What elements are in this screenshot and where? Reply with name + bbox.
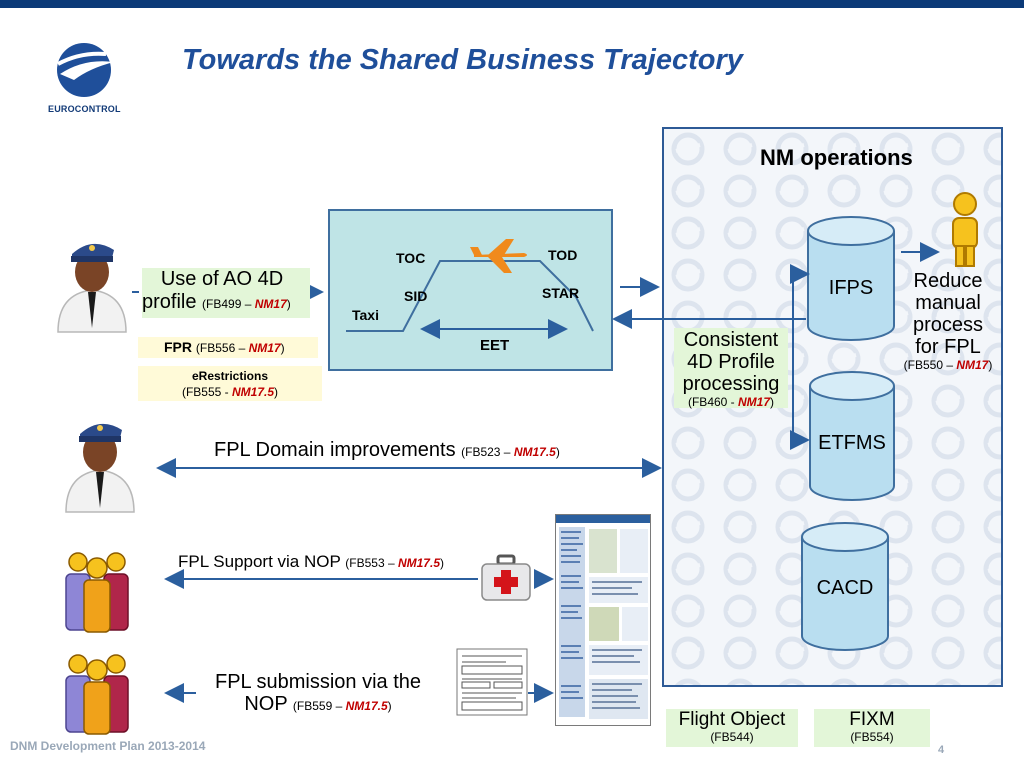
- ao4d-line2: profile: [142, 291, 197, 313]
- etfms-label: ETFMS: [818, 432, 886, 454]
- reduce-ref-release: NM17: [956, 358, 989, 372]
- erestrictions-box: eRestrictions (FB555 - NM17.5): [138, 366, 322, 401]
- fpl-domain-label: FPL Domain improvements: [214, 439, 456, 461]
- eet-label: EET: [480, 337, 510, 354]
- flight-object-label: Flight Object: [678, 709, 786, 730]
- flight-object-box: Flight Object (FB544): [666, 709, 798, 747]
- erestrictions-ref: (FB555 - NM17.5): [138, 384, 322, 400]
- fixm-box: FIXM (FB554): [814, 709, 930, 747]
- consistent-line3: processing: [682, 373, 780, 395]
- airplane-icon: [470, 239, 527, 273]
- page-title: Towards the Shared Business Trajectory: [182, 44, 743, 76]
- consistent-ref-release: NM17: [738, 395, 771, 409]
- fpr-label: FPR: [164, 339, 192, 355]
- fpl-submission-ref-suffix: ): [387, 699, 392, 713]
- fpl-domain-ref-prefix: (FB523 –: [461, 445, 514, 459]
- fpl-support-ref: (FB553 – NM17.5): [345, 556, 444, 570]
- reduce-line2: manual: [915, 292, 981, 314]
- nm-operator-person-icon: [952, 192, 978, 267]
- fpr-ref-prefix: (FB556 –: [195, 341, 249, 355]
- reduce-ref-suffix: ): [988, 358, 993, 372]
- pilot-icon-2: [65, 423, 135, 513]
- reduce-ref: (FB550 – NM17): [896, 358, 1000, 372]
- fpl-submission-ref: (FB559 – NM17.5): [293, 699, 392, 713]
- ao4d-ref-prefix: (FB499 –: [202, 297, 255, 311]
- fpr-ref-release: NM17: [248, 341, 281, 355]
- erestrictions-ref-suffix: ): [274, 385, 279, 399]
- fpl-submission-line1: FPL submission via the: [214, 671, 421, 693]
- consistent-ref-suffix: ): [770, 395, 775, 409]
- fpr-ref-suffix: ): [280, 341, 285, 355]
- ao4d-ref-release: NM17: [254, 297, 287, 311]
- fpl-domain-ref: (FB523 – NM17.5): [461, 445, 560, 459]
- fpl-domain-text: FPL Domain improvements (FB523 – NM17.5): [214, 439, 560, 462]
- fpl-submission-ref-release: NM17.5: [345, 699, 388, 713]
- fpr-ref: (FB556 – NM17): [196, 341, 285, 355]
- reduce-line4: for FPL: [915, 336, 981, 358]
- ao-4d-profile-box: Use of AO 4D profile (FB499 – NM17): [142, 268, 310, 318]
- nop-portal-thumbnail-image: [556, 515, 650, 719]
- ao4d-ref: (FB499 – NM17): [202, 297, 291, 311]
- first-aid-kit-icon: [481, 554, 531, 601]
- toc-label: TOC: [396, 250, 426, 266]
- fpr-box: FPR (FB556 – NM17): [138, 337, 318, 358]
- consistent-ref-prefix: (FB460 -: [687, 395, 738, 409]
- consistent-ref: (FB460 - NM17): [674, 395, 788, 409]
- ao4d-line1: Use of AO 4D: [160, 268, 284, 290]
- ao4d-ref-suffix: ): [286, 297, 291, 311]
- star-label: STAR: [542, 285, 580, 301]
- reduce-line1: Reduce: [913, 270, 983, 292]
- fpl-submission-ref-prefix: (FB559 –: [292, 699, 346, 713]
- consistent-line2: 4D Profile: [687, 351, 775, 373]
- reduce-ref-prefix: (FB550 –: [903, 358, 957, 372]
- sid-label: SID: [404, 288, 428, 304]
- fpl-support-ref-release: NM17.5: [397, 556, 440, 570]
- fpl-support-text: FPL Support via NOP (FB553 – NM17.5): [178, 552, 444, 572]
- consistent-line1: Consistent: [683, 329, 779, 351]
- logo-text: EUROCONTROL: [48, 104, 121, 114]
- taxi-label: Taxi: [352, 307, 379, 323]
- ifps-label: IFPS: [828, 277, 874, 299]
- footer-title: DNM Development Plan 2013-2014: [10, 739, 206, 753]
- trajectory-profile-drawing: [346, 239, 594, 339]
- nm-operations-title: NM operations: [760, 145, 913, 170]
- consistent-4d-profile-box: Consistent 4D Profile processing (FB460 …: [674, 328, 788, 409]
- fixm-ref: (FB554): [850, 730, 894, 744]
- fpl-domain-ref-release: NM17.5: [513, 445, 556, 459]
- trajectory-profile-box: [328, 209, 613, 371]
- fpl-support-label: FPL Support via NOP: [178, 552, 341, 571]
- fpl-submission-line2: NOP: [244, 693, 288, 715]
- fixm-label: FIXM: [849, 709, 895, 730]
- erestrictions-ref-prefix: (FB555 -: [181, 385, 232, 399]
- group-people-icon: [65, 552, 129, 633]
- flight-object-ref: (FB544): [710, 730, 754, 744]
- ao4d-line2-row: profile (FB499 – NM17): [142, 291, 310, 316]
- fpl-submission-text: FPL submission via the NOP (FB559 – NM17…: [196, 671, 440, 717]
- fpl-support-ref-suffix: ): [440, 556, 444, 570]
- reduce-line3: process: [912, 314, 984, 336]
- fpl-form-document-icon: [456, 648, 528, 716]
- top-bar: [0, 0, 1024, 8]
- nop-portal-screenshot: [555, 514, 651, 726]
- cacd-label: CACD: [816, 577, 874, 599]
- fpl-submission-line2-row: NOP (FB559 – NM17.5): [196, 693, 440, 717]
- fpl-support-ref-prefix: (FB553 –: [345, 556, 398, 570]
- erestrictions-ref-release: NM17.5: [231, 385, 275, 399]
- pilot-icon: [57, 243, 127, 333]
- group-people-icon-2: [65, 654, 129, 735]
- erestrictions-label: eRestrictions: [191, 369, 269, 383]
- tod-label: TOD: [548, 247, 578, 263]
- page-number: 4: [938, 744, 945, 756]
- eurocontrol-logo-icon: [57, 43, 114, 97]
- fpl-domain-ref-suffix: ): [555, 445, 560, 459]
- reduce-manual-process-text: Reduce manual process for FPL (FB550 – N…: [896, 270, 1000, 372]
